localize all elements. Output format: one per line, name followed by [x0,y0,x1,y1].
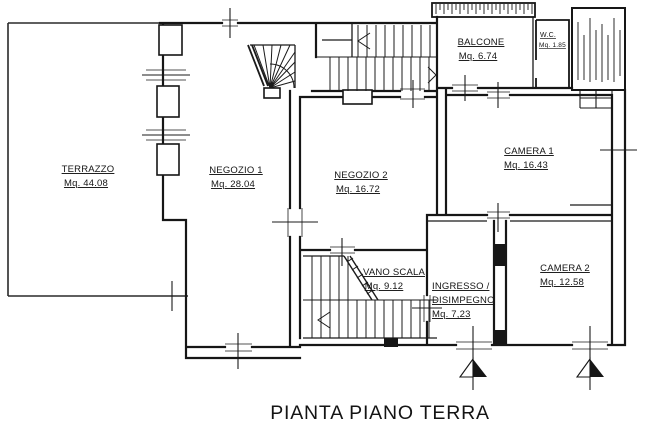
walls-main [158,15,627,360]
opening-ticks [142,8,637,369]
room-name: NEGOZIO 1 [209,165,263,176]
room-area: Mq. 12.58 [540,277,584,288]
room-label-camera2: CAMERA 2 Mq. 12.58 [540,263,590,288]
room-label-camera1: CAMERA 1 Mq. 16.43 [504,146,554,171]
balcony-railing [431,2,536,18]
room-name: BALCONE [458,37,505,48]
walls-secondary [250,17,612,339]
stair-arrow-up-icon [357,32,371,50]
room-area: Mq. 9.12 [365,281,404,292]
terrazzo-outline [7,22,188,297]
room-area: Mq. 6.74 [459,51,498,62]
room-name-line1: INGRESSO / [432,281,490,292]
entrance-arrow-filled-icon [590,359,604,377]
room-name-line2: DISIMPEGNO [432,295,495,306]
wall-pillars [156,24,373,176]
solid-wall-fills [384,244,506,347]
hatched-area-top-right [571,7,626,109]
room-label-terrazzo: TERRAZZO Mq. 44.08 [62,164,115,189]
entrance-marker-1 [458,326,487,390]
stair-arrow-right-icon [427,66,437,84]
stair-arrow-left-icon [317,311,331,329]
room-area: Mq. 7,23 [432,309,471,320]
room-label-ingresso: INGRESSO / DISIMPEGNO Mq. 7,23 [432,281,495,320]
room-name: TERRAZZO [62,164,115,175]
staircase-top [316,25,437,91]
room-area: Mq. 16.72 [336,184,380,195]
wc-room-box [535,19,570,88]
room-label-balcone: BALCONE Mq. 6.74 [458,37,505,62]
room-label-vano-scala: VANO SCALA Mq. 9.12 [363,267,425,292]
staircase-vano-scala [303,255,437,338]
room-label-wc: W.C. Mq. 1.85 [539,32,566,49]
room-name: VANO SCALA [363,267,425,278]
room-name: W.C. [540,32,556,39]
room-area: Mq. 16.43 [504,160,548,171]
ladder-connector [579,90,613,109]
plan-title: PIANTA PIANO TERRA [270,402,490,422]
room-name: CAMERA 2 [540,263,590,274]
room-label-negozio1: NEGOZIO 1 Mq. 28.04 [209,165,263,190]
room-name: CAMERA 1 [504,146,554,157]
spiral-staircase [247,44,296,89]
entrance-arrow-filled-icon [473,359,487,377]
room-name: NEGOZIO 2 [334,170,388,181]
room-label-negozio2: NEGOZIO 2 Mq. 16.72 [334,170,388,195]
entrance-marker-2 [575,326,604,390]
room-area: Mq. 28.04 [211,179,255,190]
room-area: Mq. 44.08 [64,178,108,189]
room-area: Mq. 1.85 [539,42,566,49]
